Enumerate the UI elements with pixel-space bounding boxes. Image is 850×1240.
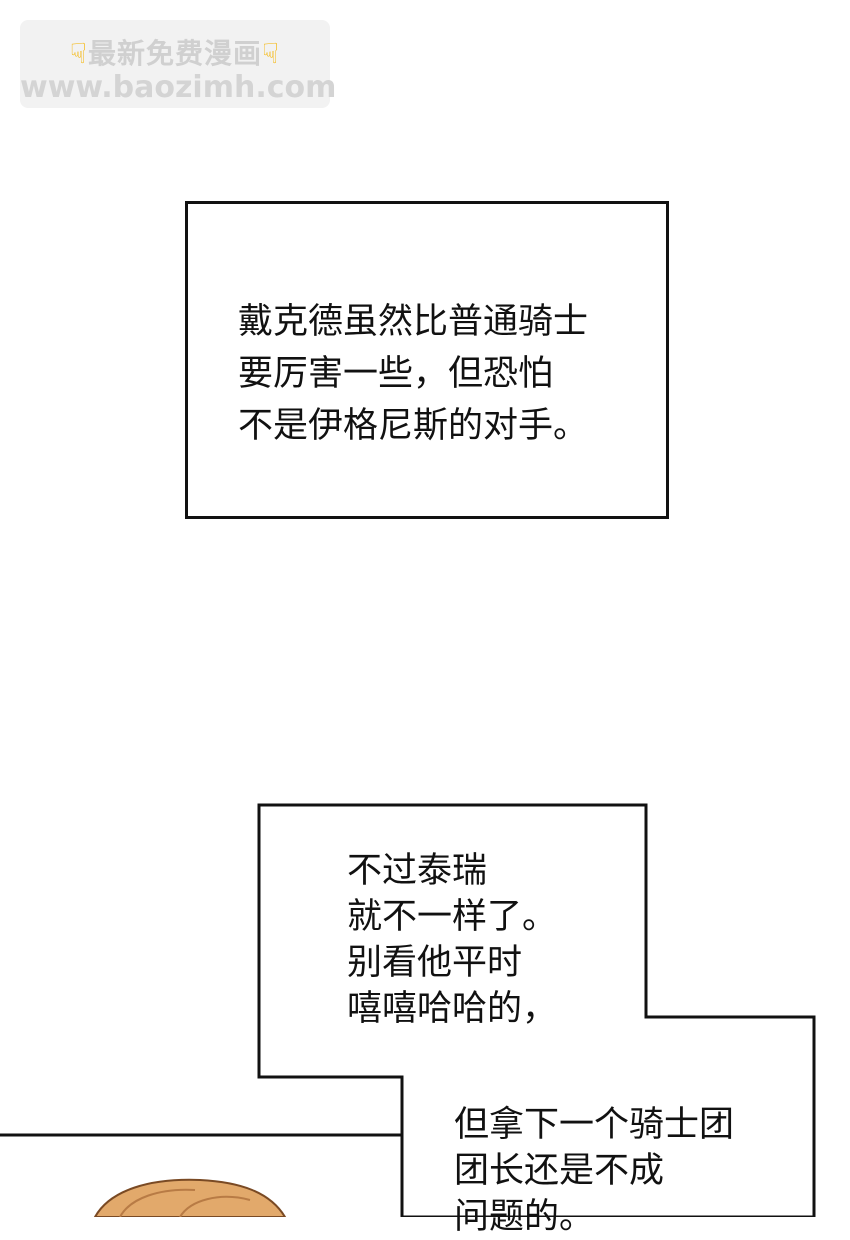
- speech-text-second: 但拿下一个骑士团 团长还是不成 问题的。: [454, 1105, 735, 1237]
- speech-text-first: 不过泰瑞 就不一样了。 别看他平时 嘻嘻哈哈的，: [347, 851, 558, 1029]
- pointing-down-hand-icon: ☟: [69, 37, 88, 70]
- narration-box: 戴克德虽然比普通骑士 要厉害一些，但恐怕 不是伊格尼斯的对手。: [185, 201, 669, 519]
- watermark-badge: ☟最新免费漫画☟ www.baozimh.com: [20, 20, 337, 108]
- character-hair-art: [93, 1178, 287, 1217]
- watermark-url: www.baozimh.com: [20, 70, 337, 105]
- watermark-title: ☟最新免费漫画☟: [20, 32, 330, 72]
- speech-bubble-outline: [0, 803, 816, 1217]
- narration-text: 戴克德虽然比普通骑士 要厉害一些，但恐怕 不是伊格尼斯的对手。: [238, 302, 589, 446]
- watermark-title-text: 最新免费漫画: [87, 37, 262, 70]
- pointing-down-hand-icon: ☟: [262, 37, 281, 70]
